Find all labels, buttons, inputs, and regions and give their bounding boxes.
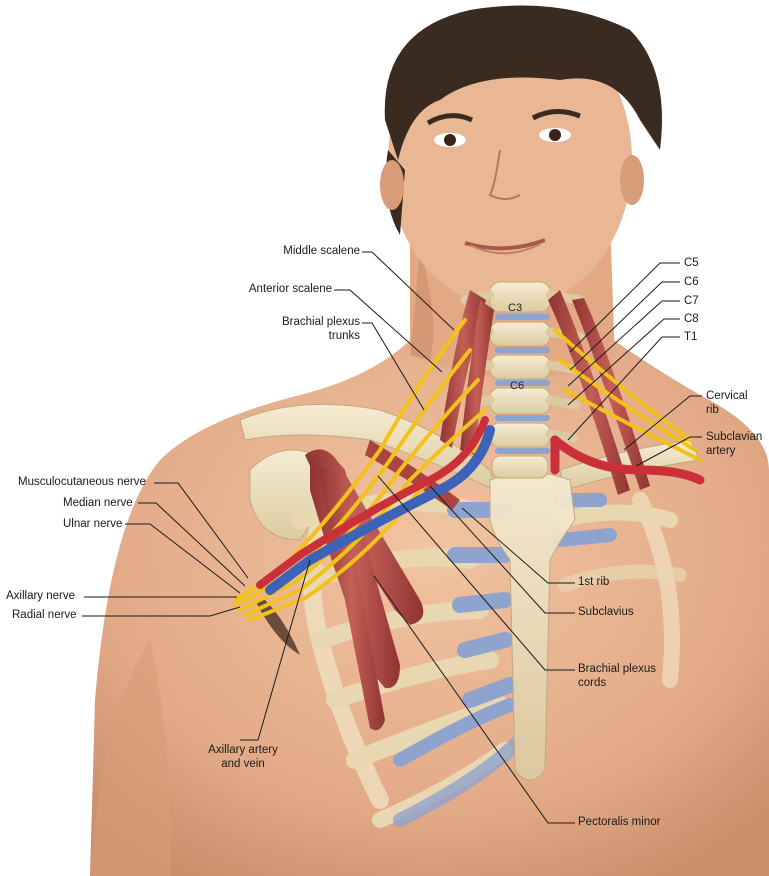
- label-brachial-plexus-cords: Brachial plexus cords: [578, 663, 656, 690]
- label-axillary-artery-vein-line2: and vein: [188, 758, 298, 772]
- label-cervical-rib-line2: rib: [706, 404, 748, 418]
- label-anterior-scalene: Anterior scalene: [180, 283, 332, 297]
- label-brachial-plexus-trunks-line1: Brachial plexus: [180, 316, 360, 330]
- label-brachial-plexus-trunks: Brachial plexus trunks: [180, 316, 360, 343]
- label-vertebra-c6: C6: [510, 380, 524, 394]
- label-pectoralis-minor: Pectoralis minor: [578, 816, 660, 830]
- label-ulnar-nerve: Ulnar nerve: [63, 518, 122, 532]
- label-subclavian-artery-line1: Subclavian: [706, 431, 762, 445]
- label-musculocutaneous-nerve: Musculocutaneous nerve: [18, 476, 146, 490]
- label-subclavian-artery-line2: artery: [706, 445, 762, 459]
- label-c5: C5: [684, 257, 699, 271]
- label-vertebra-c3: C3: [508, 302, 522, 316]
- label-axillary-artery-vein: Axillary artery and vein: [188, 744, 298, 771]
- label-t1: T1: [684, 331, 697, 345]
- label-brachial-plexus-cords-line2: cords: [578, 677, 656, 691]
- label-median-nerve: Median nerve: [63, 497, 133, 511]
- label-middle-scalene: Middle scalene: [180, 245, 360, 259]
- label-cervical-rib: Cervical rib: [706, 390, 748, 417]
- label-subclavian-artery: Subclavian artery: [706, 431, 762, 458]
- label-radial-nerve: Radial nerve: [12, 609, 77, 623]
- label-cervical-rib-line1: Cervical: [706, 390, 748, 404]
- label-axillary-artery-vein-line1: Axillary artery: [188, 744, 298, 758]
- label-brachial-plexus-cords-line1: Brachial plexus: [578, 663, 656, 677]
- label-c6: C6: [684, 276, 699, 290]
- label-axillary-nerve: Axillary nerve: [6, 590, 75, 604]
- label-subclavius: Subclavius: [578, 606, 634, 620]
- head: [380, 6, 662, 309]
- label-c7: C7: [684, 295, 699, 309]
- label-c8: C8: [684, 313, 699, 327]
- label-brachial-plexus-trunks-line2: trunks: [180, 330, 360, 344]
- label-1st-rib: 1st rib: [578, 576, 609, 590]
